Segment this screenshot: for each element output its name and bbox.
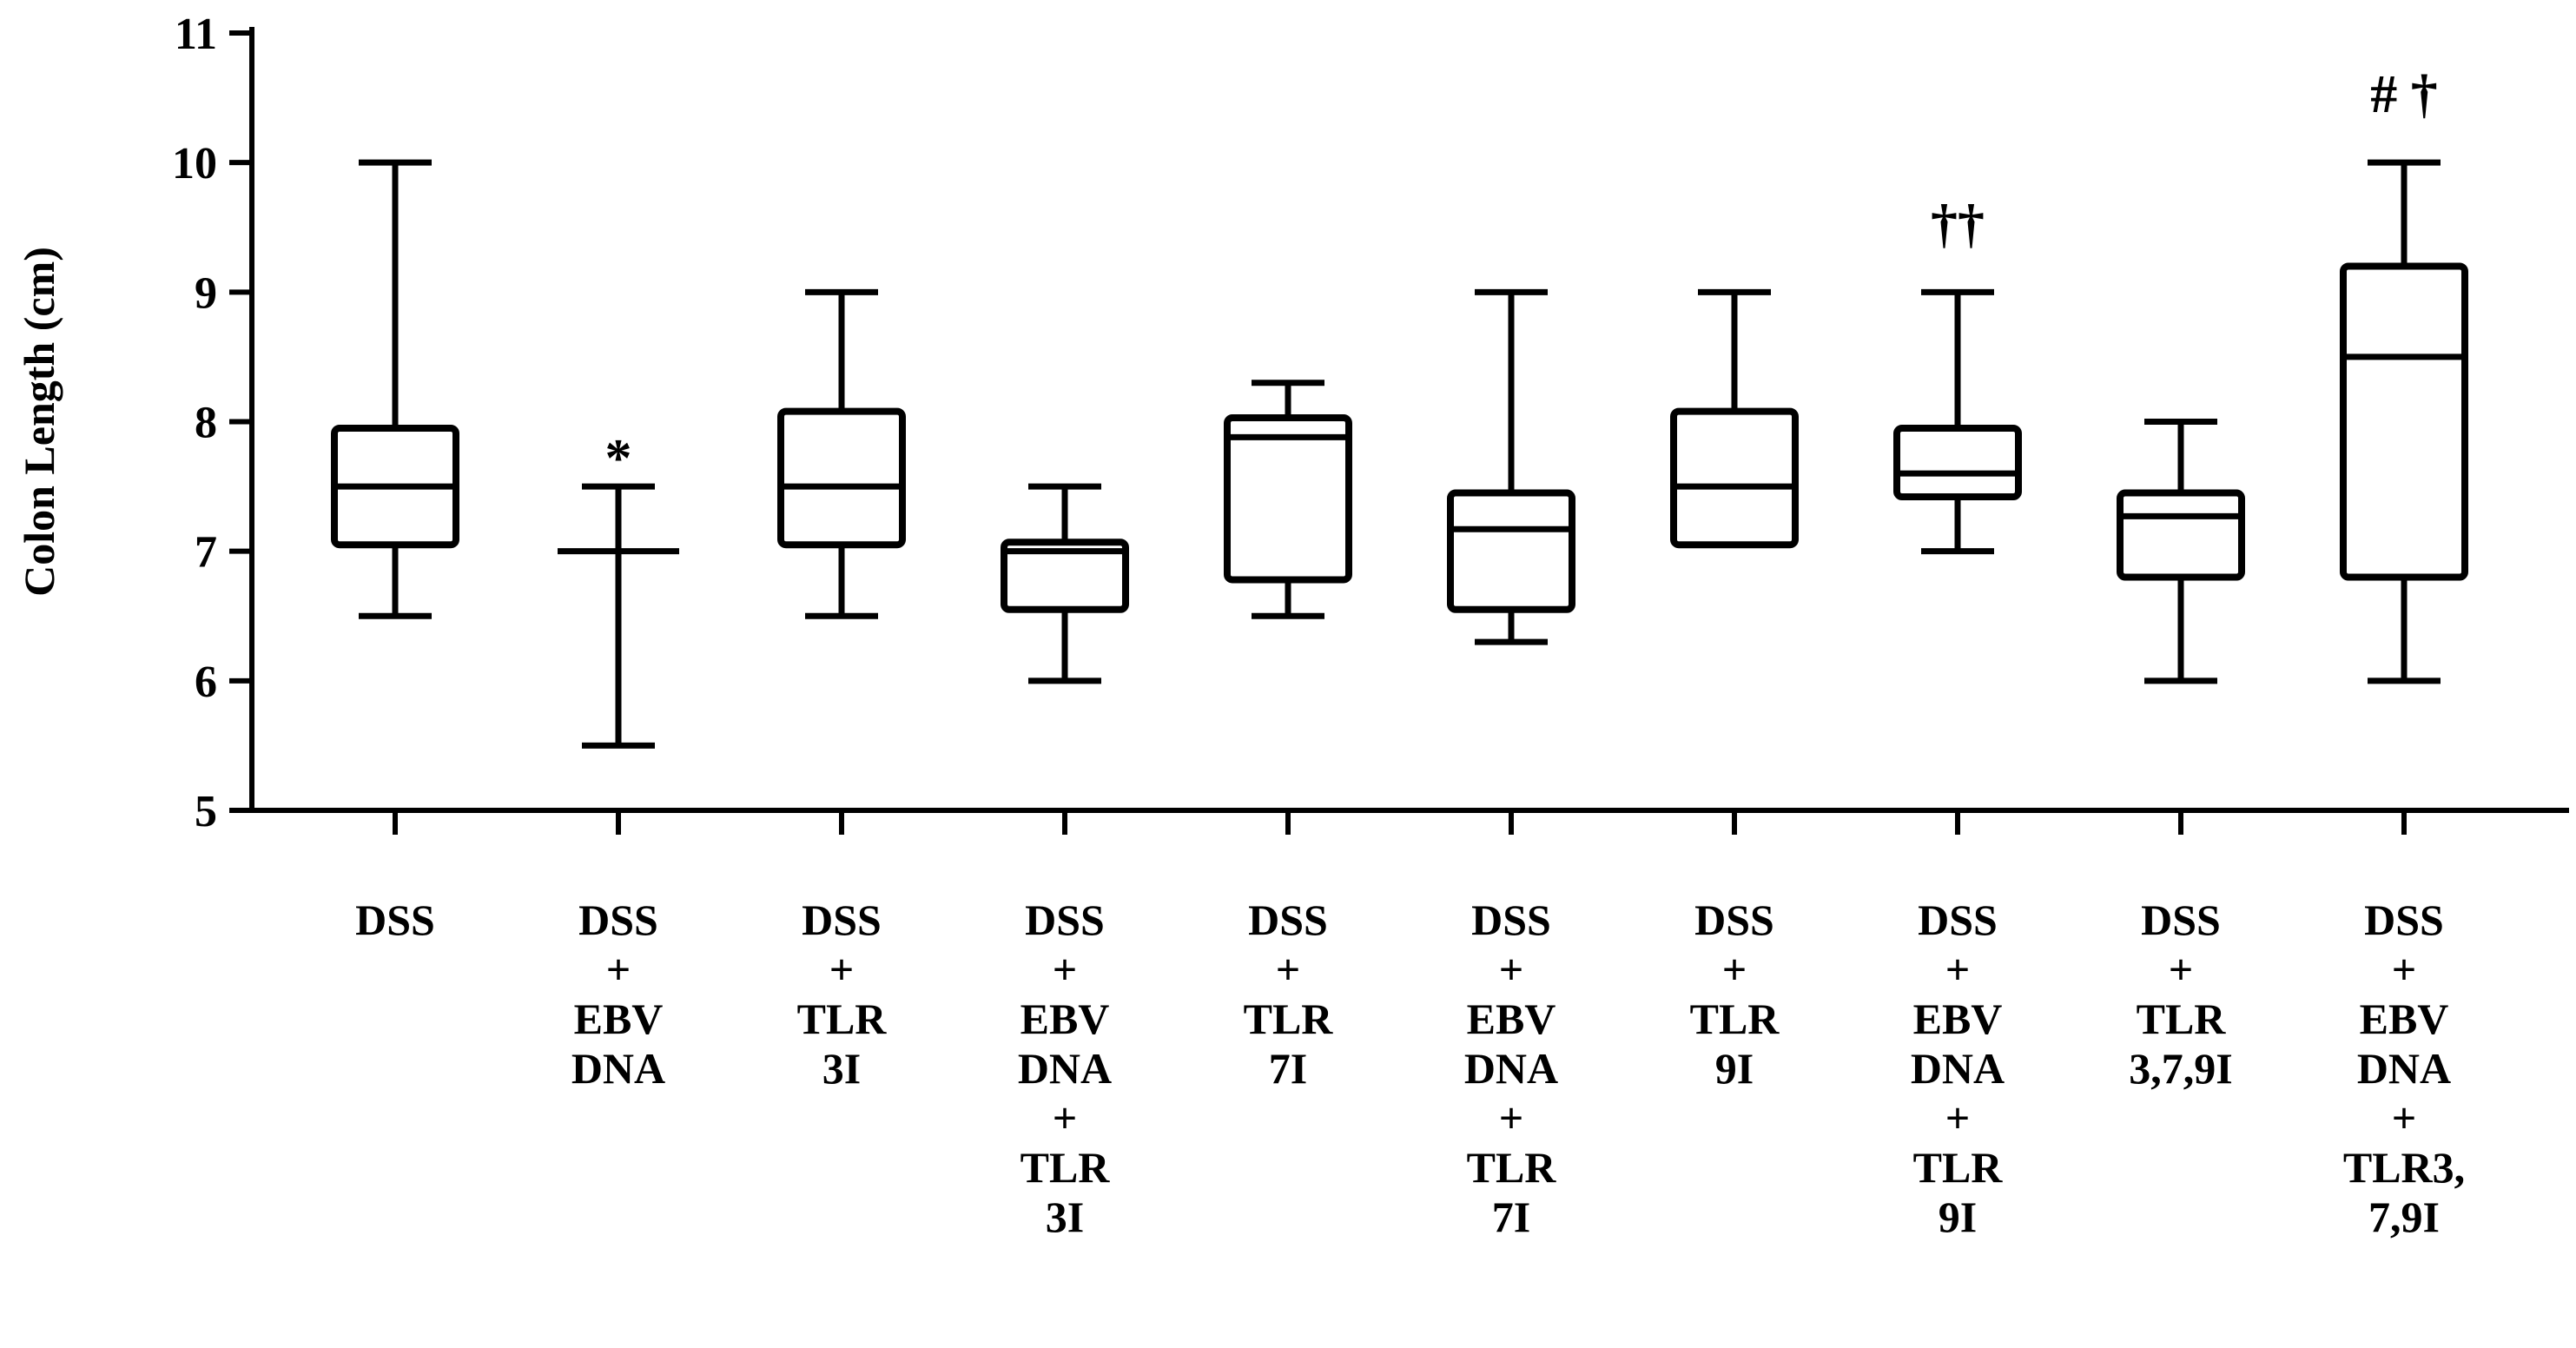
- category-label-line: 9I: [1939, 1193, 1977, 1241]
- box-group: *: [558, 429, 679, 749]
- y-tick-label: 9: [195, 268, 217, 318]
- category-label-line: DNA: [2357, 1044, 2451, 1093]
- category-label-line: +: [1722, 945, 1747, 994]
- category-label-line: DSS: [1025, 895, 1105, 944]
- category-label-line: TLR: [1467, 1143, 1557, 1192]
- category-label-line: +: [1945, 1094, 1971, 1142]
- category-label-line: EBV: [1467, 994, 1556, 1043]
- box-group: [1447, 288, 1575, 645]
- category-label-line: TLR: [2137, 994, 2227, 1043]
- category-label-line: +: [1053, 945, 1078, 994]
- category-label-line: +: [1499, 1094, 1524, 1142]
- y-tick-label: 10: [172, 139, 217, 188]
- category-label-line: 7I: [1269, 1044, 1307, 1093]
- box-group: ††: [1893, 195, 2022, 555]
- y-axis-label: Colon Length (cm): [15, 247, 63, 597]
- category-label-line: TLR: [1913, 1143, 2004, 1192]
- category-label-line: +: [1499, 945, 1524, 994]
- box-group: [1670, 288, 1799, 549]
- category-label-line: +: [606, 945, 631, 994]
- category-label-line: TLR3,: [2343, 1143, 2465, 1192]
- category-label-line: 7I: [1492, 1193, 1530, 1241]
- category-label-line: EBV: [574, 994, 664, 1043]
- category-label-line: EBV: [2360, 994, 2449, 1043]
- iqr-box: [1670, 407, 1799, 549]
- category-label-line: +: [829, 945, 855, 994]
- y-tick-label: 8: [195, 399, 217, 448]
- category-label-line: +: [2169, 945, 2194, 994]
- category-label-line: DNA: [571, 1044, 665, 1093]
- category-label-line: DNA: [1018, 1044, 1112, 1093]
- iqr-box: [1447, 489, 1575, 613]
- box-group: # †: [2340, 65, 2468, 684]
- iqr-box: [2117, 489, 2245, 581]
- y-tick-label: 5: [195, 787, 217, 836]
- y-tick-label: 7: [195, 528, 217, 578]
- category-label-line: EBV: [1020, 994, 1110, 1043]
- box-group: [1001, 483, 1129, 684]
- category-label-line: 3I: [1046, 1193, 1084, 1241]
- category-label-line: DNA: [1911, 1044, 2005, 1093]
- category-label-line: +: [1945, 945, 1971, 994]
- category-label-line: EBV: [1913, 994, 2003, 1043]
- significance-annotation: *: [605, 429, 632, 488]
- significance-annotation: # †: [2370, 65, 2438, 124]
- iqr-box: [2340, 262, 2468, 581]
- y-tick-label: 6: [195, 657, 217, 707]
- category-label-line: +: [2392, 1094, 2417, 1142]
- category-label-line: DSS: [1918, 895, 1998, 944]
- box-group: [331, 159, 459, 619]
- category-label-line: TLR: [1244, 994, 1334, 1043]
- category-label-line: DSS: [802, 895, 882, 944]
- category-label-line: DNA: [1464, 1044, 1558, 1093]
- category-label-line: DSS: [578, 895, 658, 944]
- significance-annotation: ††: [1931, 195, 1985, 254]
- boxes: * †† # †: [331, 65, 2468, 749]
- category-label-line: 3I: [822, 1044, 861, 1093]
- iqr-box: [777, 407, 906, 549]
- category-label-line: TLR: [1690, 994, 1780, 1043]
- category-label-line: DSS: [355, 895, 435, 944]
- category-label-line: 7,9I: [2368, 1193, 2440, 1241]
- box-group: [777, 288, 906, 619]
- category-label-line: +: [2392, 945, 2417, 994]
- category-label-line: +: [1053, 1094, 1078, 1142]
- category-label-line: DSS: [1471, 895, 1551, 944]
- category-label-line: DSS: [2364, 895, 2444, 944]
- iqr-box: [1224, 414, 1352, 584]
- category-label-line: TLR: [797, 994, 888, 1043]
- category-label-line: DSS: [2141, 895, 2221, 944]
- box-group: [2117, 419, 2245, 684]
- iqr-box: [1001, 539, 1129, 613]
- category-label-line: TLR: [1020, 1143, 1111, 1192]
- category-label-line: +: [1276, 945, 1301, 994]
- category-label-line: DSS: [1694, 895, 1774, 944]
- category-label-line: DSS: [1248, 895, 1328, 944]
- category-label: DSS: [355, 895, 435, 944]
- category-label-line: 9I: [1715, 1044, 1754, 1093]
- category-label-line: 3,7,9I: [2129, 1044, 2232, 1093]
- y-tick-label: 11: [175, 10, 217, 59]
- box-group: [1224, 380, 1352, 619]
- iqr-box: [1893, 424, 2022, 501]
